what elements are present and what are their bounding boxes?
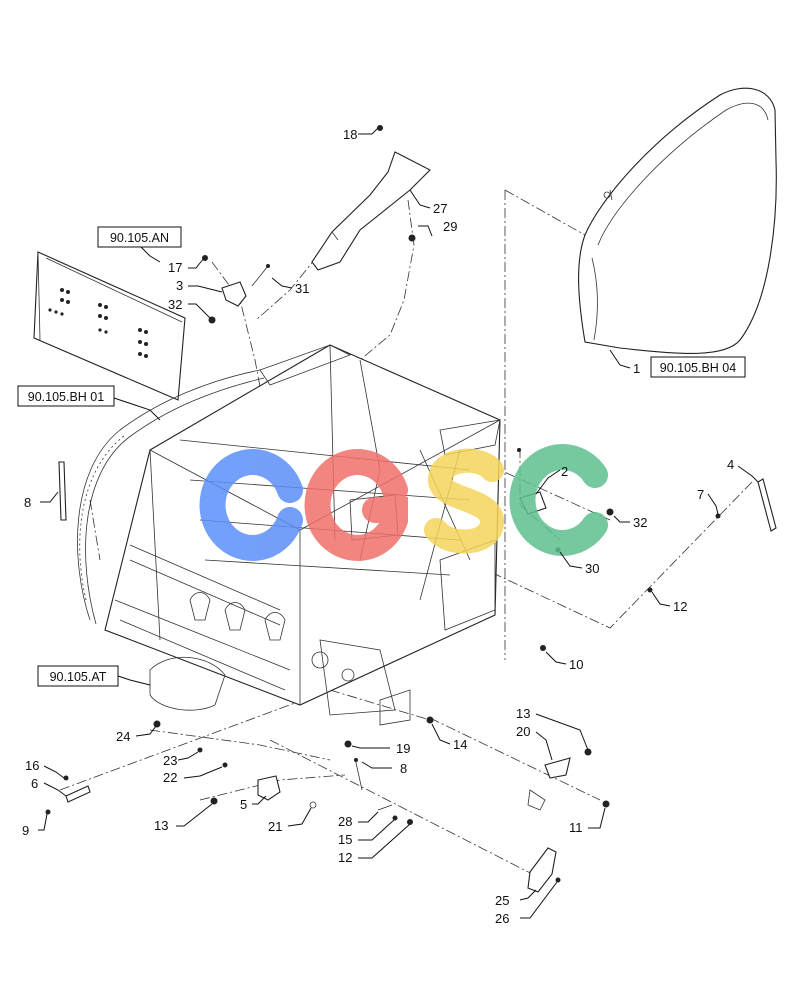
callout-26[interactable]: 26 xyxy=(495,911,509,926)
callout-23[interactable]: 23 xyxy=(163,753,177,768)
callout-12-lower[interactable]: 12 xyxy=(338,850,352,865)
callout-6[interactable]: 6 xyxy=(31,776,38,791)
side-shield-curved xyxy=(77,369,265,625)
callout-32-right[interactable]: 32 xyxy=(633,515,647,530)
reference-box-bh01-label: 90.105.BH 01 xyxy=(28,390,104,404)
callout-24[interactable]: 24 xyxy=(116,729,130,744)
reference-box-at[interactable]: 90.105.AT xyxy=(37,665,119,687)
rear-panel-shield xyxy=(33,251,186,401)
callout-18[interactable]: 18 xyxy=(343,127,357,142)
callout-5[interactable]: 5 xyxy=(240,797,247,812)
callout-27[interactable]: 27 xyxy=(433,201,447,216)
callout-11[interactable]: 11 xyxy=(569,820,583,835)
callout-30[interactable]: 30 xyxy=(585,561,599,576)
callout-22[interactable]: 22 xyxy=(163,770,177,785)
reference-box-at-label: 90.105.AT xyxy=(50,670,107,684)
callout-1[interactable]: 1 xyxy=(633,361,640,376)
callout-14[interactable]: 14 xyxy=(453,737,467,752)
watermark-logo xyxy=(199,444,608,561)
watermark-letter-2 xyxy=(304,449,408,561)
callout-16[interactable]: 16 xyxy=(25,758,39,773)
callout-4[interactable]: 4 xyxy=(727,457,734,472)
callout-labels: 18 27 29 17 3 31 32 1 8 2 32 4 7 30 12 1… xyxy=(22,127,734,926)
front-shield-large xyxy=(578,87,777,354)
watermark-letter-3 xyxy=(424,448,504,554)
top-cover-plate xyxy=(311,151,431,271)
callout-2[interactable]: 2 xyxy=(561,464,568,479)
watermark-letter-4 xyxy=(509,444,608,556)
main-frame xyxy=(104,344,501,726)
callout-28[interactable]: 28 xyxy=(338,814,352,829)
callout-13-lower[interactable]: 13 xyxy=(154,818,168,833)
callout-25[interactable]: 25 xyxy=(495,893,509,908)
callout-3[interactable]: 3 xyxy=(176,278,183,293)
callout-8[interactable]: 8 xyxy=(24,495,31,510)
reference-box-bh04-label: 90.105.BH 04 xyxy=(660,361,736,375)
callout-20[interactable]: 20 xyxy=(516,724,530,739)
callout-15[interactable]: 15 xyxy=(338,832,352,847)
reference-box-bh04[interactable]: 90.105.BH 04 xyxy=(650,356,746,378)
callout-19[interactable]: 19 xyxy=(396,741,410,756)
callout-9[interactable]: 9 xyxy=(22,823,29,838)
callout-21[interactable]: 21 xyxy=(268,819,282,834)
leader-lines xyxy=(38,127,759,919)
reference-box-an-label: 90.105.AN xyxy=(110,231,169,245)
callout-10[interactable]: 10 xyxy=(569,657,583,672)
callout-17[interactable]: 17 xyxy=(168,260,182,275)
callout-8-lower[interactable]: 8 xyxy=(400,761,407,776)
watermark-letter-1 xyxy=(199,449,303,561)
callout-31[interactable]: 31 xyxy=(295,281,309,296)
reference-box-bh01[interactable]: 90.105.BH 01 xyxy=(17,385,115,407)
callout-12[interactable]: 12 xyxy=(673,599,687,614)
reference-box-an[interactable]: 90.105.AN xyxy=(97,226,182,248)
callout-29[interactable]: 29 xyxy=(443,219,457,234)
callout-13[interactable]: 13 xyxy=(516,706,530,721)
callout-7[interactable]: 7 xyxy=(697,487,704,502)
callout-32[interactable]: 32 xyxy=(168,297,182,312)
